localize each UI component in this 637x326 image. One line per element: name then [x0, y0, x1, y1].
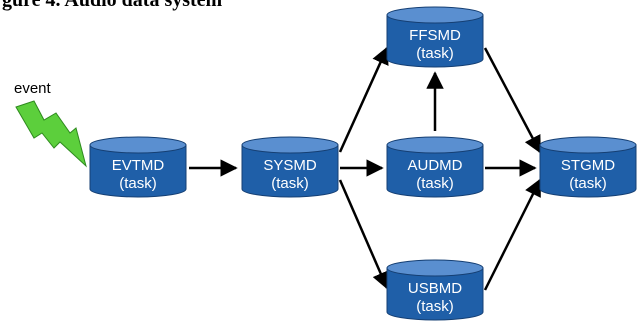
arrow-sysmd-to-usbmd [338, 179, 389, 290]
node-usbmd-sub: (task) [416, 298, 454, 315]
arrow-usbmd-to-stgmd [483, 178, 542, 291]
cylinder-top [539, 136, 637, 154]
node-audmd-name: AUDMD [408, 157, 463, 174]
lightning-icon [15, 100, 87, 168]
node-ffsmd-cylinder: FFSMD(task) [386, 6, 484, 68]
cylinder-body [539, 144, 637, 198]
cylinder-top [89, 136, 187, 154]
event-label: event [14, 80, 52, 97]
node-ffsmd-name: FFSMD [409, 27, 461, 44]
cylinder-body [386, 144, 484, 198]
node-sysmd-sub: (task) [271, 175, 309, 192]
node-sysmd-cylinder: SYSMD(task) [241, 136, 339, 198]
cylinder-body [89, 144, 187, 198]
nodes-layer: EVTMD(task)SYSMD(task)FFSMD(task)AUDMD(t… [89, 6, 637, 321]
node-ffsmd-sub: (task) [416, 45, 454, 62]
node-evtmd-sub: (task) [119, 175, 157, 192]
figure-caption: gure 4. Audio data system [2, 0, 223, 11]
node-stgmd-cylinder: STGMD(task) [539, 136, 637, 198]
node-sysmd-name: SYSMD [263, 157, 317, 174]
node-stgmd-sub: (task) [569, 175, 607, 192]
cylinder-body [241, 144, 339, 198]
cylinder-top [241, 136, 339, 154]
node-usbmd-cylinder: USBMD(task) [386, 259, 484, 321]
edges-layer [189, 46, 542, 291]
cylinder-top [386, 136, 484, 154]
node-audmd-sub: (task) [416, 175, 454, 192]
cylinder-top [386, 6, 484, 24]
cylinder-body [386, 267, 484, 321]
node-evtmd-name: EVTMD [112, 157, 165, 174]
arrow-sysmd-to-ffsmd [338, 46, 389, 153]
node-usbmd-name: USBMD [408, 280, 462, 297]
node-stgmd-name: STGMD [561, 157, 615, 174]
cylinder-body [386, 14, 484, 68]
node-evtmd-cylinder: EVTMD(task) [89, 136, 187, 198]
node-audmd-cylinder: AUDMD(task) [386, 136, 484, 198]
arrow-ffsmd-to-stgmd [483, 47, 542, 154]
cylinder-top [386, 259, 484, 277]
